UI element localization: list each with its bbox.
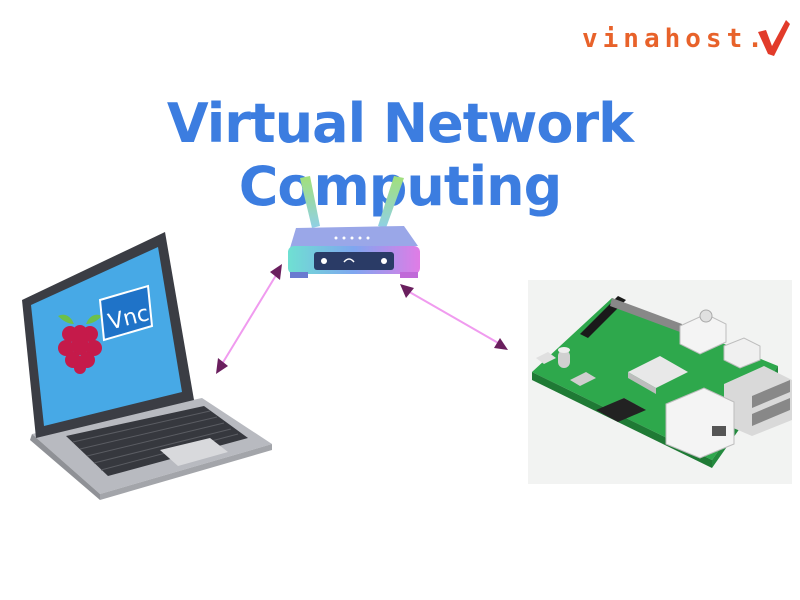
vinahost-logo: vinahost.	[574, 18, 794, 62]
raspberry-pi-board-icon	[528, 280, 792, 484]
capacitor	[558, 347, 570, 368]
wifi-router-icon	[288, 176, 420, 278]
arrow-router-board	[400, 284, 508, 350]
arrowhead-router-side	[400, 284, 414, 298]
logo-text: vinahost.	[582, 24, 768, 54]
router-antenna-right	[378, 176, 404, 228]
usb-ports	[724, 366, 792, 436]
arrow-laptop-router	[216, 264, 282, 374]
power-port	[536, 352, 556, 364]
laptop-icon	[22, 232, 272, 500]
touchpad	[160, 438, 228, 466]
arrowhead-board-end	[494, 338, 508, 350]
raspberry-pi-logo	[58, 314, 102, 374]
router-antenna-left	[300, 176, 320, 228]
arrowhead-laptop-end	[216, 358, 228, 374]
hdmi-port	[596, 398, 646, 422]
gpio-header	[580, 296, 682, 338]
check-mark-icon	[758, 20, 790, 56]
vnc-logo: Vnc	[98, 284, 154, 342]
sd-slot	[570, 372, 596, 386]
rca-connector	[679, 309, 727, 355]
ethernet-port	[665, 387, 735, 459]
page-title: Virtual Network Computing	[166, 92, 634, 218]
audio-jack	[723, 337, 761, 369]
arrowhead-router-end	[270, 264, 282, 280]
cpu-chip	[628, 356, 688, 394]
